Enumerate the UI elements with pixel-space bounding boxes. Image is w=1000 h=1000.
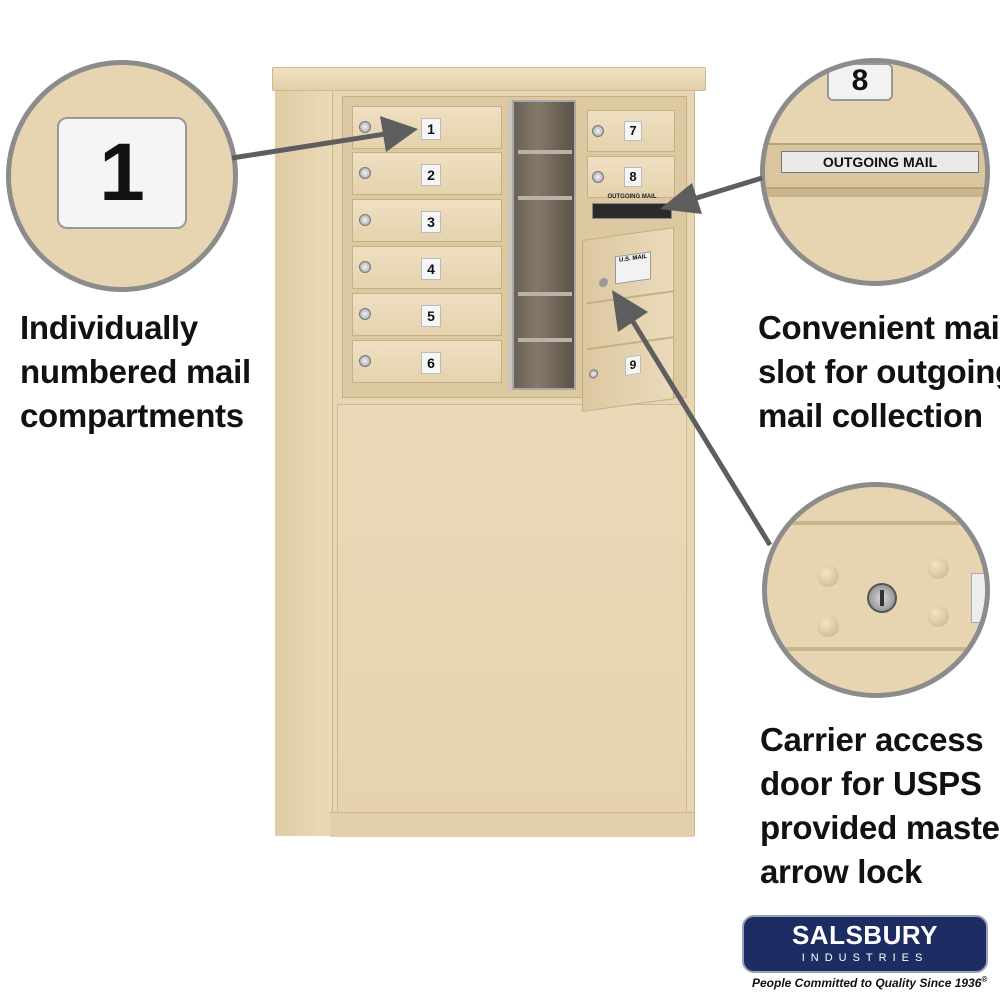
outgoing-number-plate: 8 — [827, 63, 893, 101]
compartment-number: 6 — [421, 352, 441, 374]
arrow-carrier-head — [612, 290, 648, 332]
feature-outgoing-text: Convenient mail slot for outgoing mail c… — [758, 309, 1000, 434]
number-plate-label: 1 — [99, 127, 145, 218]
door-lock-icon — [359, 355, 371, 367]
numbered-callout: 1 — [6, 60, 238, 292]
door-lock-icon — [359, 214, 371, 226]
compartment-door-3[interactable]: 3 — [352, 199, 502, 242]
arrow-outgoing-head — [660, 183, 702, 214]
compartment-door-1[interactable]: 1 — [352, 106, 502, 149]
cabinet-lower-panel — [337, 404, 687, 814]
rivet-icon — [927, 557, 949, 579]
outgoing-callout: 8 OUTGOING MAIL — [760, 58, 990, 286]
door-lock-icon — [359, 167, 371, 179]
compartment-number: 8 — [624, 167, 642, 187]
salsbury-logo: SALSBURY INDUSTRIES — [742, 915, 988, 973]
open-interior — [512, 100, 576, 390]
rivet-icon — [817, 615, 839, 637]
brand-tagline: People Committed to Quality Since 1936® — [752, 975, 988, 990]
door-lock-icon — [359, 121, 371, 133]
cabinet-base — [330, 812, 694, 837]
arrow-numbered-head — [380, 116, 418, 152]
arrow-carrier — [629, 318, 773, 547]
brand-name: SALSBURY — [791, 920, 939, 950]
arrow-outgoing — [689, 175, 763, 203]
arrow-numbered — [231, 131, 386, 161]
rivet-icon — [927, 605, 949, 627]
outgoing-slot-shadow — [765, 189, 985, 197]
compartment-number: 2 — [421, 164, 441, 186]
compartment-door-5[interactable]: 5 — [352, 293, 502, 336]
compartment-number: 3 — [421, 211, 441, 233]
compartment-door-6[interactable]: 6 — [352, 340, 502, 383]
rivet-icon — [817, 565, 839, 587]
compartment-door-4[interactable]: 4 — [352, 246, 502, 289]
compartment-number: 4 — [421, 258, 441, 280]
door-lock-icon — [592, 125, 604, 137]
door-lock-icon — [359, 308, 371, 320]
outgoing-mail-slot[interactable]: OUTGOING MAIL — [592, 194, 672, 219]
compartment-door-8[interactable]: 8 — [587, 156, 675, 198]
cabinet-side — [275, 88, 333, 836]
feature-carrier-text: Carrier access door for USPS provided ma… — [760, 721, 1000, 890]
compartment-door-7[interactable]: 7 — [587, 110, 675, 152]
arrow-lock-icon — [867, 583, 897, 613]
door-lock-icon — [359, 261, 371, 273]
outgoing-slot-label: OUTGOING MAIL — [607, 194, 657, 200]
compartment-number: 1 — [421, 118, 441, 140]
brand-sub: INDUSTRIES — [801, 952, 929, 964]
compartment-number: 5 — [421, 305, 441, 327]
compartment-door-2[interactable]: 2 — [352, 152, 502, 195]
cabinet-top — [272, 67, 706, 91]
number-plate: 1 — [57, 117, 187, 229]
carrier-callout — [762, 482, 990, 698]
feature-numbered-text: Individually numbered mail compartments — [20, 309, 251, 434]
door-lock-icon — [592, 171, 604, 183]
compartment-number: 7 — [624, 121, 642, 141]
outgoing-slot-label: OUTGOING MAIL — [781, 151, 979, 173]
